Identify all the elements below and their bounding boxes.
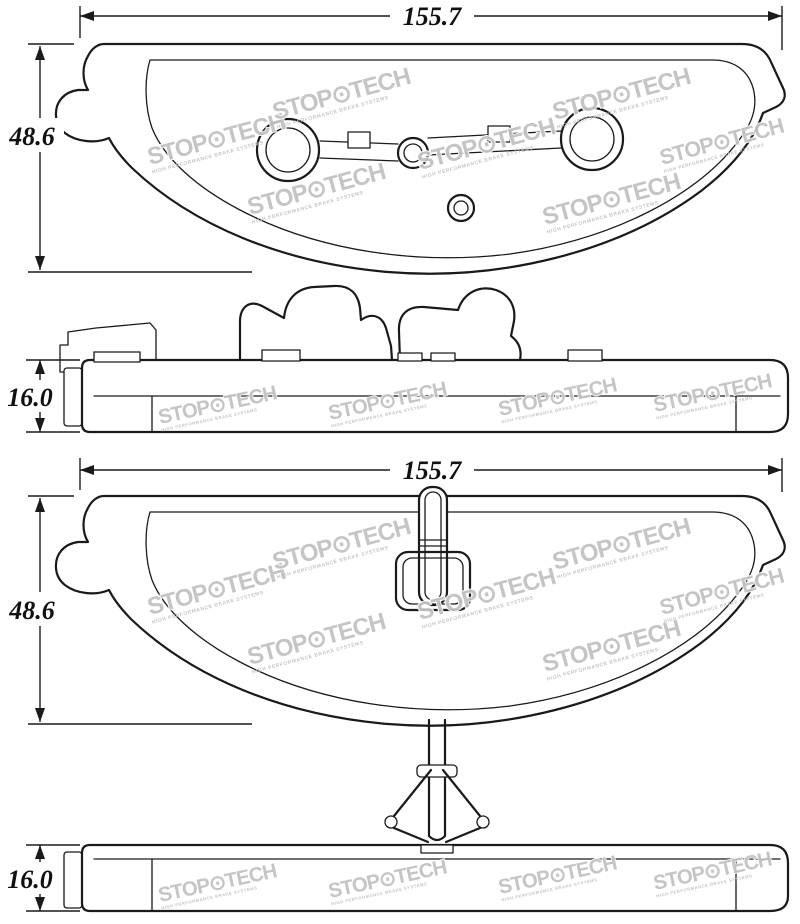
dimension-label-thickness-bottom: 16.0 [7,865,53,894]
left-boss-circle [255,117,321,183]
arrowhead-icon [768,465,782,475]
arrowhead-icon [35,708,45,722]
clip-window-inner [402,557,464,605]
plate-tab [430,352,456,362]
clip-cross-bar [416,764,458,778]
label-backing [2,380,62,412]
right-boss-circle [559,106,625,172]
plate-tab [261,349,301,362]
profile-strip-bottom [63,843,790,913]
label-backing [390,456,474,484]
stamp-window [347,131,371,149]
arrowhead-icon [80,465,94,475]
arrowhead-icon [35,46,45,60]
butterfly-clip-left-loop [384,815,398,829]
pad-back-view [54,485,786,727]
stamp-bridge-line [427,147,562,156]
pin-clip-view [384,718,490,844]
dimension-label-thickness-top: 16.0 [7,383,53,412]
dimension-height-top: 48.6 [2,43,252,273]
butterfly-clip-left-arm [392,768,433,844]
label-backing [2,592,64,626]
left-spring-clip [238,284,394,362]
butterfly-clip-right-loop [476,815,490,829]
arrowhead-icon [35,360,45,374]
dimension-label-height-bottom: 48.6 [8,596,55,625]
dimension-thickness-top: 16.0 [2,359,80,433]
arrowhead-icon [35,897,45,911]
arrowhead-icon [35,418,45,432]
dimension-thickness-bottom: 16.0 [2,844,80,912]
arrowhead-icon [35,256,45,270]
dimension-label-height-top: 48.6 [8,122,55,151]
guide-pin [427,718,447,842]
dimension-label-width-top: 155.7 [403,2,463,31]
center-hole-inner-circle [403,143,423,163]
plate-tab [397,352,423,362]
pad-side-strip-bottom [80,843,790,913]
label-backing [390,2,474,30]
lower-hole-circle [446,193,476,223]
stamp-bridge-line [319,157,399,162]
right-boss-inner-circle [569,116,615,162]
butterfly-clip-right-arm [441,768,482,844]
left-boss-inner-circle [265,127,311,173]
stamp-window [487,125,511,143]
plate-tab [567,349,603,362]
hardware-profile-view [59,284,790,434]
clip-window-outer [394,550,472,612]
pad-friction-view [54,42,786,275]
arrowhead-icon [35,498,45,512]
arrowhead-icon [80,11,94,21]
label-backing [2,862,62,894]
dimension-height-bottom: 48.6 [2,495,252,725]
plate-tab [93,351,141,363]
arrowhead-icon [768,11,782,21]
right-spring-clip [397,287,522,362]
dimension-width-bottom: 155.7 [79,456,783,492]
center-hole-circle [396,136,430,170]
label-backing [2,118,64,152]
plate-left-cap [63,851,83,909]
dimension-label-width-bottom: 155.7 [403,456,463,485]
arrowhead-icon [35,845,45,859]
lower-hole-inner-circle [453,200,469,216]
plate-left-cap [63,367,83,427]
pin-seat-notch [420,844,454,854]
dimension-width-top: 155.7 [79,2,783,50]
